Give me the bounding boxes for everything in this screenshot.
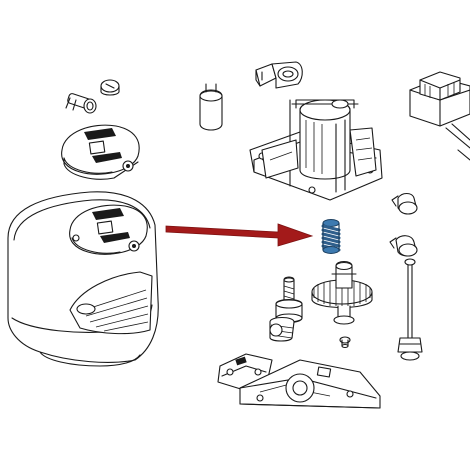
- spring: [321, 219, 341, 254]
- small-cap: [100, 79, 120, 96]
- release-knob-front: [69, 204, 148, 255]
- driven-gear: [311, 260, 373, 325]
- motor-gearbox-body: [249, 99, 383, 201]
- lock-cylinder: [65, 93, 97, 114]
- worm-shaft: [269, 276, 303, 342]
- base-plate: [239, 359, 381, 409]
- release-knob-top: [61, 124, 140, 180]
- wing-screw-lower: [389, 235, 418, 257]
- transformer: [409, 71, 470, 161]
- highlight-arrow: [165, 223, 314, 247]
- rod-linkage: [397, 258, 423, 361]
- motor-mount-plug: [255, 61, 303, 89]
- capacitor: [199, 83, 223, 131]
- wing-screw-upper: [391, 192, 418, 215]
- small-screw: [339, 336, 351, 349]
